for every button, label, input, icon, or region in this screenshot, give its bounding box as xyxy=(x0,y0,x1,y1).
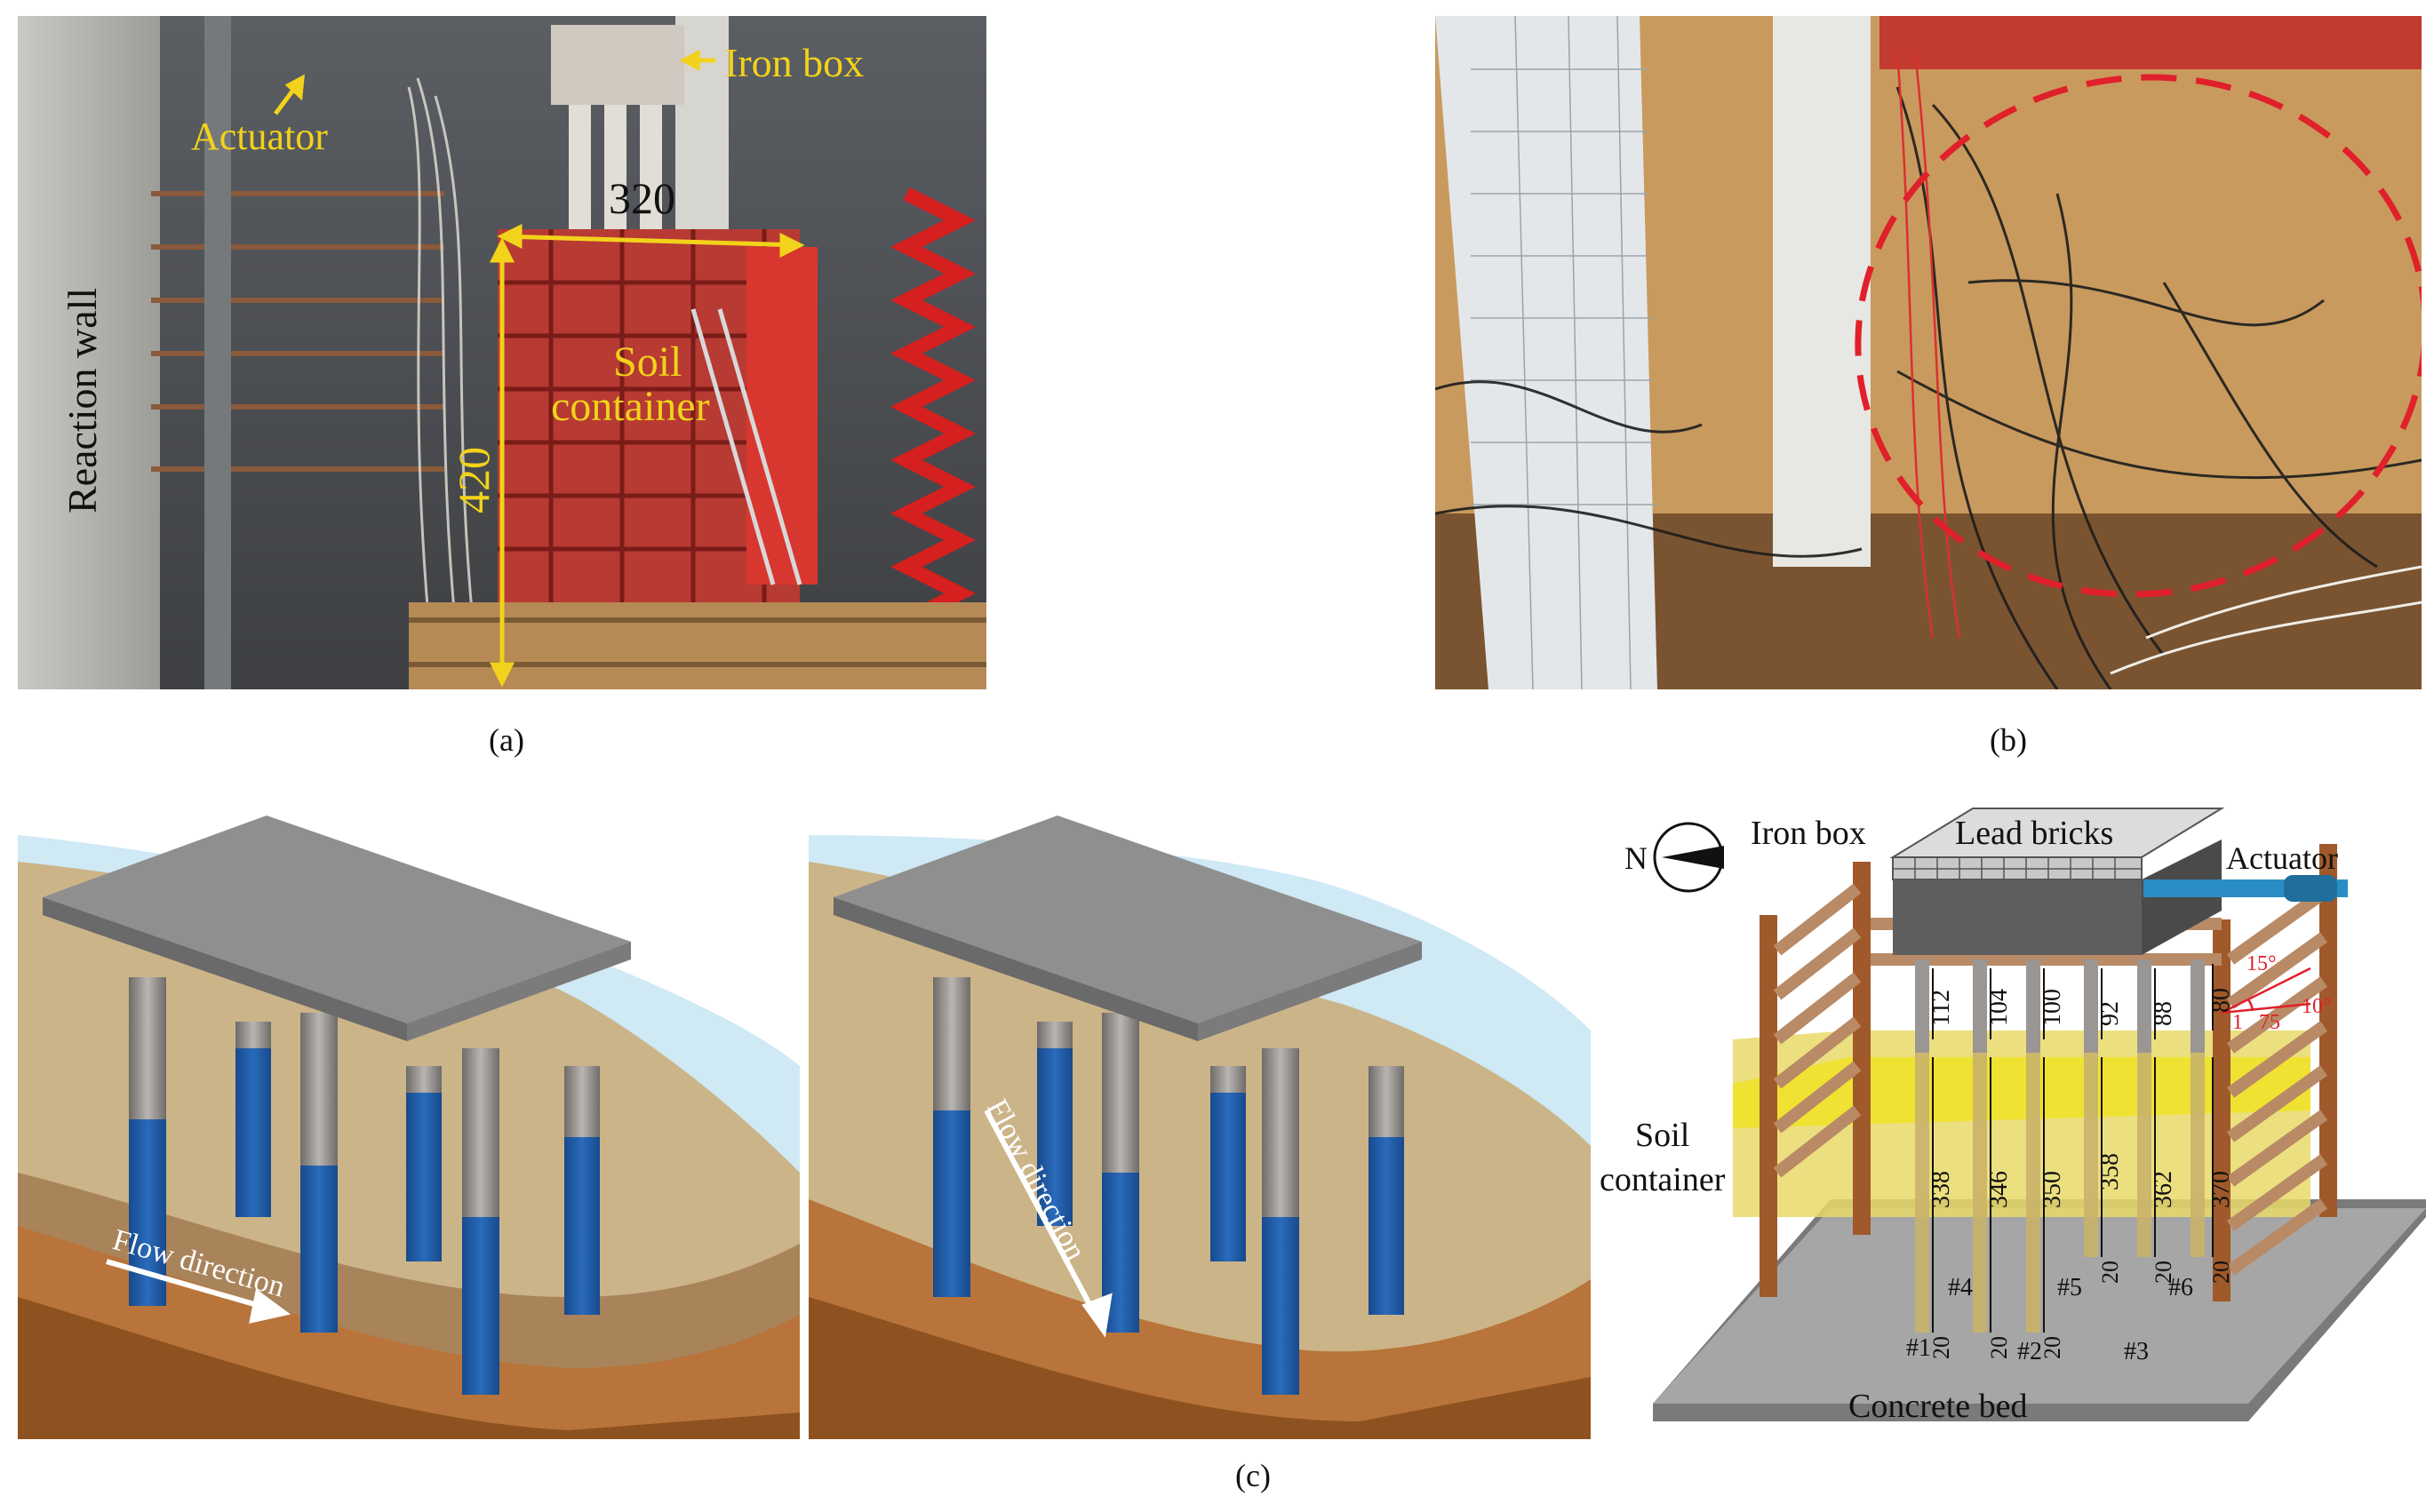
pile-id-4: #4 xyxy=(1948,1274,1973,1301)
embed-dim-2: 346 xyxy=(1985,1171,2013,1208)
soil-container-label-line1: Soil xyxy=(613,338,682,386)
pile-group-illustration-1: Flow direction xyxy=(18,800,800,1439)
column-shape xyxy=(1435,16,1657,689)
angle-label-3: 75 xyxy=(2259,1011,2280,1034)
pile-id-2: #2 xyxy=(2017,1338,2042,1365)
embed-dim-6: 370 xyxy=(2207,1171,2235,1208)
photo-instrumented-piles xyxy=(1435,16,2422,689)
dimension-height-label: 420 xyxy=(449,447,499,513)
pile-cap-shape xyxy=(43,816,631,1023)
top-dim-6: 80 xyxy=(2207,988,2235,1013)
lead-bricks-label: Lead bricks xyxy=(1955,815,2113,852)
top-dim-5: 88 xyxy=(2150,1001,2177,1026)
top-dim-2: 104 xyxy=(1985,989,2013,1026)
test-model-schematic: 112 104 100 92 88 80 338 346 350 358 362… xyxy=(1600,791,2426,1439)
top-dim-4: 92 xyxy=(2096,1001,2124,1026)
bottom-dim-5: 20 xyxy=(2151,1261,2176,1284)
pile-id-3: #3 xyxy=(2124,1338,2149,1365)
embed-dim-5: 362 xyxy=(2150,1171,2177,1208)
bottom-dim-3: 20 xyxy=(2039,1336,2065,1359)
caption-c: (c) xyxy=(1235,1458,1271,1493)
soil-container-label-line1: Soil xyxy=(1635,1117,1689,1154)
top-dim-1: 112 xyxy=(1927,990,1955,1026)
bottom-dim-6: 20 xyxy=(2208,1261,2234,1284)
bottom-dim-4: 20 xyxy=(2097,1261,2123,1284)
angle-label-4: 10° xyxy=(2302,995,2332,1018)
caption-a: (a) xyxy=(489,722,524,758)
pile-id-1: #1 xyxy=(1906,1334,1931,1362)
iron-box-shape xyxy=(551,25,684,105)
soil-container-label-line2: container xyxy=(1600,1161,1726,1198)
photo-test-setup: Reaction wall Actuator Iron box 320 420 … xyxy=(18,16,986,689)
actuator-label: Actuator xyxy=(2226,840,2338,876)
north-label: N xyxy=(1624,840,1648,876)
iron-box-label: Iron box xyxy=(724,40,864,85)
bottom-dim-1: 20 xyxy=(1928,1336,1954,1359)
caption-b: (b) xyxy=(1990,722,2027,758)
iron-box-shape xyxy=(1893,879,2142,955)
bottom-dim-2: 20 xyxy=(1986,1336,2012,1359)
iron-box-label: Iron box xyxy=(1751,815,1866,852)
highlight-ellipse xyxy=(1855,74,2422,598)
top-dim-3: 100 xyxy=(2039,989,2066,1026)
pile-id-5: #5 xyxy=(2057,1274,2082,1301)
soil-container-label-line2: container xyxy=(551,383,710,430)
dimension-width-label: 320 xyxy=(609,173,675,223)
angle-label-2: 1 xyxy=(2232,1011,2243,1034)
pile-cap-shape-2 xyxy=(834,816,1422,1023)
angle-label-1: 15° xyxy=(2246,952,2277,975)
concrete-bed-label: Concrete bed xyxy=(1848,1388,2028,1425)
pile-group-illustration-2: Flow direction xyxy=(809,800,1591,1439)
pile-id-6: #6 xyxy=(2168,1274,2193,1301)
reaction-wall-label: Reaction wall xyxy=(60,288,105,513)
container-post xyxy=(1760,915,1777,1297)
embed-dim-3: 350 xyxy=(2039,1171,2066,1208)
embed-dim-4: 358 xyxy=(2096,1153,2124,1190)
actuator-label: Actuator xyxy=(191,115,328,158)
reaction-wall-shape xyxy=(18,16,160,689)
embed-dim-1: 338 xyxy=(1927,1171,1955,1208)
